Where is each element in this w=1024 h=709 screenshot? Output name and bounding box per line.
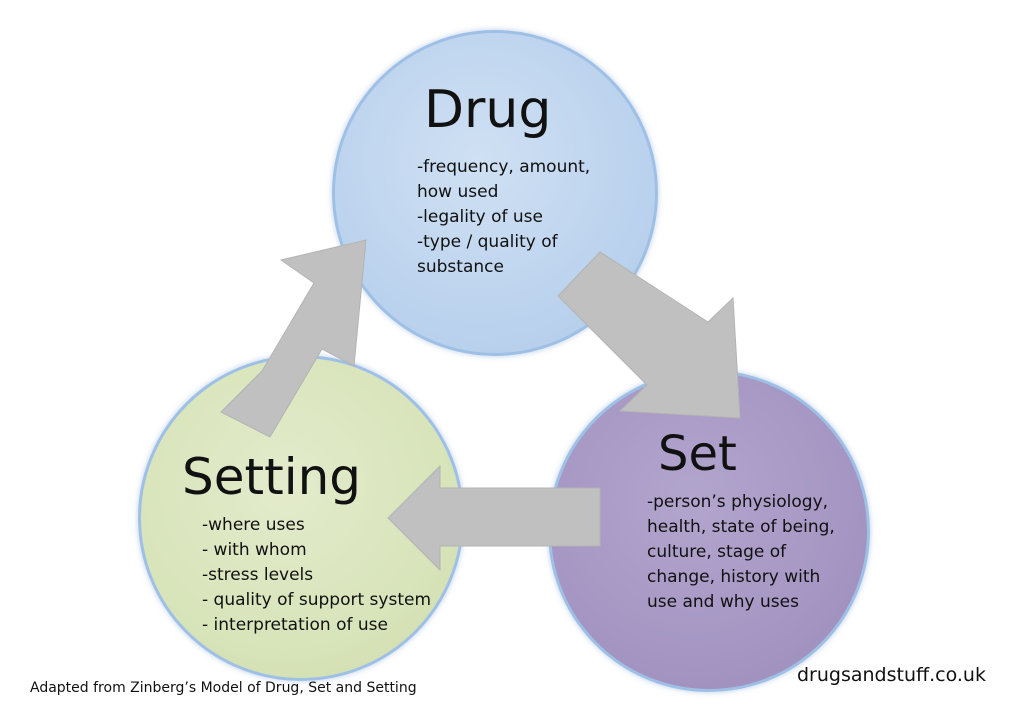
list-item: - quality of support system — [202, 590, 432, 610]
list-item: how used — [417, 182, 499, 202]
site-url: drugsandstuff.co.uk — [797, 664, 986, 686]
list-item: use and why uses — [647, 592, 799, 612]
setting-factor-list: -where uses - with whom -stress levels -… — [202, 513, 431, 638]
arrow-drug-to-set — [557, 251, 741, 419]
list-item: - with whom — [202, 540, 307, 560]
list-item: -frequency, amount, — [417, 157, 591, 177]
list-item: health, state of being, — [647, 517, 835, 537]
drug-factor-list: -frequency, amount, how used -legality o… — [417, 155, 590, 280]
list-item: culture, stage of — [647, 542, 787, 562]
setting-title: Setting — [182, 448, 362, 506]
list-item: -person’s physiology, — [647, 492, 829, 512]
drug-title: Drug — [424, 80, 552, 140]
list-item: -where uses — [202, 515, 305, 535]
list-item: substance — [417, 257, 504, 277]
arrow-setting-to-drug — [220, 239, 367, 438]
list-item: change, history with — [647, 567, 821, 587]
list-item: -stress levels — [202, 565, 314, 585]
source-caption: Adapted from Zinberg’s Model of Drug, Se… — [30, 680, 417, 696]
set-factor-list: -person’s physiology, health, state of b… — [647, 490, 835, 615]
set-circle — [548, 370, 870, 692]
list-item: - interpretation of use — [202, 615, 388, 635]
list-item: -legality of use — [417, 207, 543, 227]
arrow-set-to-setting — [387, 464, 601, 572]
list-item: -type / quality of — [417, 232, 558, 252]
set-title: Set — [658, 426, 737, 482]
